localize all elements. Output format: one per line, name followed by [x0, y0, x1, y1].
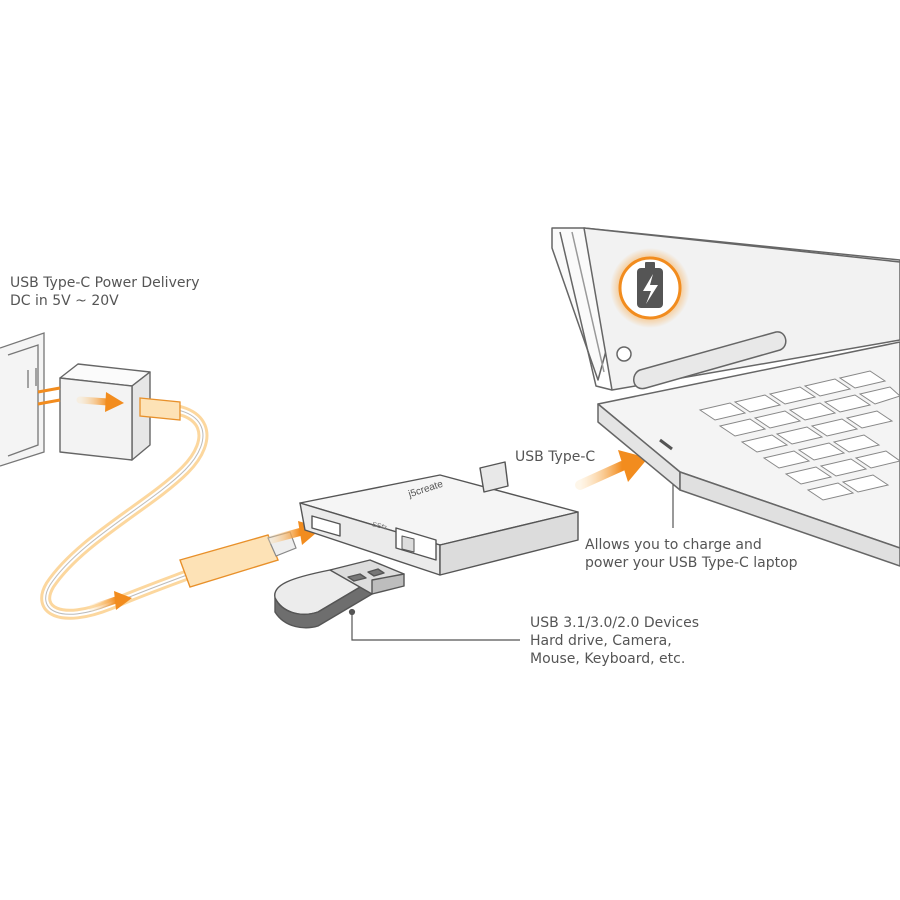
laptop-charge-line1: Allows you to charge and: [585, 537, 762, 553]
power-delivery-label: USB Type-C Power Delivery DC in 5V ~ 20V: [10, 274, 200, 310]
power-delivery-line1: USB Type-C Power Delivery: [10, 275, 200, 291]
usb-c-cable: [40, 397, 297, 620]
laptop-charge-label: Allows you to charge and power your USB …: [585, 536, 798, 572]
battery-charging-icon: [610, 248, 690, 328]
arrow-outlet-to-adapter: [76, 392, 124, 412]
laptop-charge-line2: power your USB Type-C laptop: [585, 555, 798, 571]
power-delivery-line2: DC in 5V ~ 20V: [10, 293, 119, 309]
usb-devices-line1: USB 3.1/3.0/2.0 Devices: [530, 615, 700, 631]
usb-c-hub: [299, 461, 579, 576]
usb-type-c-label: USB Type-C: [515, 449, 596, 465]
laptop-keyboard: [698, 370, 900, 501]
usb-flash-drive: [274, 559, 405, 629]
usb-devices-line2: Hard drive, Camera,: [530, 633, 672, 649]
arrow-cable-loop: [88, 591, 132, 612]
usb-devices-line3: Mouse, Keyboard, etc.: [530, 651, 686, 667]
usb-devices-label: USB 3.1/3.0/2.0 Devices Hard drive, Came…: [530, 614, 699, 668]
power-adapter: [37, 363, 151, 461]
wall-outlet: [0, 332, 45, 467]
